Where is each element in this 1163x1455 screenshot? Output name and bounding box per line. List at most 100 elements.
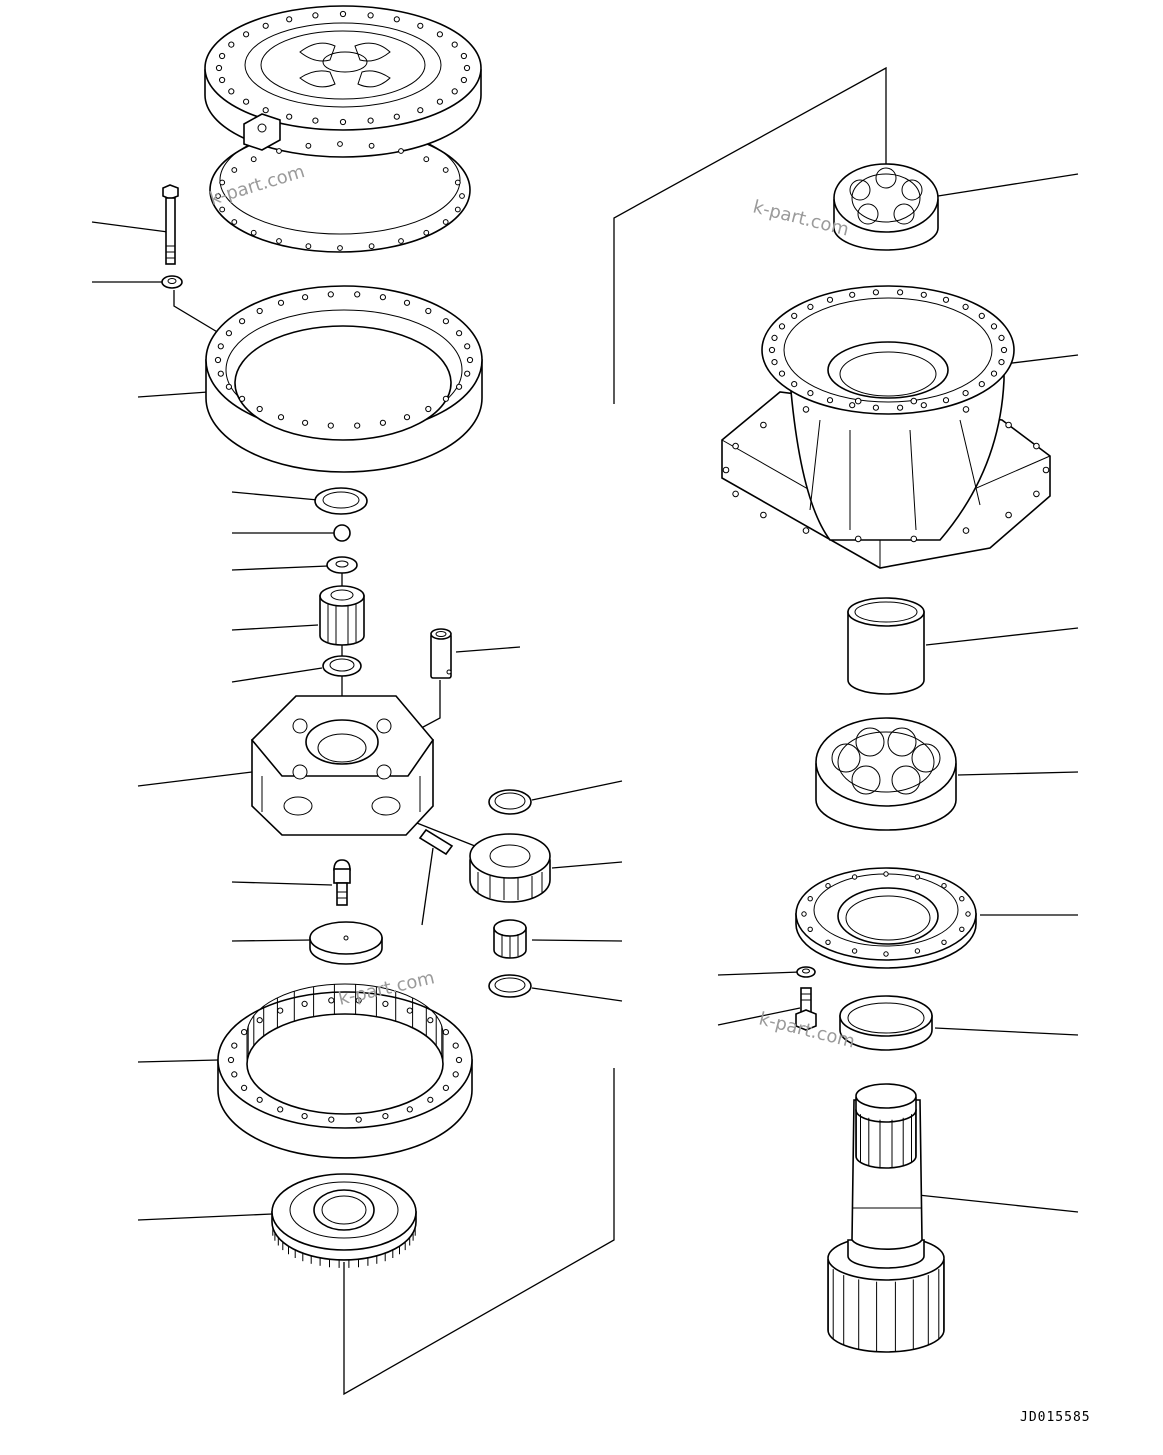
bolt-hole — [807, 303, 814, 310]
bolt-hole — [962, 390, 969, 397]
bolt-hole — [454, 179, 461, 186]
bolt-hole — [771, 334, 778, 341]
bolt-hole — [959, 926, 965, 932]
bolt-hole — [379, 294, 386, 301]
bolt-hole — [256, 1017, 263, 1024]
bolt-hole — [243, 98, 250, 105]
bolt-hole — [243, 31, 250, 38]
bolt-hole — [854, 535, 862, 543]
bolt-hole — [355, 997, 362, 1004]
bolt-hole — [231, 1071, 238, 1078]
bolt-hole — [228, 88, 235, 95]
bolt-hole — [217, 343, 224, 350]
bolt-hole — [791, 312, 798, 319]
bolt-hole — [768, 346, 776, 354]
bolt-hole — [851, 948, 858, 954]
bolt-hole — [962, 303, 969, 310]
bolt-hole — [826, 397, 834, 404]
thrust-washer-lower — [488, 974, 532, 998]
bolt-hole — [897, 289, 904, 296]
bolt-hole — [436, 98, 443, 105]
bolt-hole — [1005, 421, 1012, 429]
bolt-hole — [393, 16, 400, 23]
bolt-hole — [464, 370, 471, 377]
bolt-hole — [459, 193, 465, 199]
bolt-hole — [225, 330, 232, 337]
planet-carrier — [250, 695, 435, 836]
bolt-hole — [398, 148, 404, 154]
bolt-hole — [959, 896, 965, 902]
bolt-hole — [427, 1096, 434, 1103]
ring-gear-upper — [205, 285, 483, 473]
bolt-hole — [442, 219, 449, 225]
bolt-hole — [442, 1029, 449, 1036]
sun-gear-plate — [271, 1173, 417, 1261]
roller-bearing-upper — [833, 163, 939, 251]
bolt-hole — [760, 421, 767, 429]
bolt-hole — [328, 997, 335, 1004]
cover-plate-disc — [309, 921, 383, 965]
oil-seal-ring — [839, 995, 933, 1051]
thrust-washer-right — [488, 789, 532, 815]
bolt-hole — [883, 871, 889, 877]
bolt-hole — [778, 323, 786, 330]
bolt-hole — [367, 117, 374, 124]
bolt-hole — [219, 206, 226, 213]
bolt-hole — [941, 883, 947, 889]
bolt-hole — [305, 142, 312, 149]
bolt-hole — [460, 52, 467, 60]
bolt-hole — [406, 1007, 413, 1014]
sun-gear-teeth — [272, 1227, 416, 1268]
bolt-hole — [302, 419, 309, 426]
bolt-hole — [327, 291, 334, 298]
bolt-hole — [962, 406, 970, 413]
bolt-hole — [807, 926, 813, 932]
bolt-hole — [337, 141, 343, 147]
bolt-hole — [417, 22, 424, 29]
hex-bolt-long — [162, 184, 179, 265]
dowel-pin — [418, 828, 454, 856]
bolt-hole — [442, 395, 449, 402]
bolt-hole — [277, 1106, 284, 1113]
bolt-hole — [368, 142, 375, 149]
bolt-hole — [451, 41, 458, 48]
bolt-hole — [990, 323, 998, 330]
washer-small — [161, 275, 183, 289]
swing-machinery-housing — [721, 285, 1051, 569]
bolt-hole — [398, 238, 404, 244]
bolt-hole — [771, 359, 778, 366]
bolt-hole — [328, 1116, 335, 1123]
bolt-hole — [942, 296, 950, 303]
sleeve-bushing — [847, 597, 925, 695]
washer-small-right — [796, 966, 816, 978]
bolt-hole — [337, 245, 343, 251]
bolt-hole — [239, 395, 246, 402]
bolt-hole — [791, 381, 798, 388]
bolt-hole — [339, 10, 347, 18]
bolt-hole — [456, 330, 463, 337]
bolt-hole — [802, 406, 810, 413]
bolt-hole — [897, 404, 904, 411]
roller-bearing-lower — [815, 717, 957, 831]
bolt-hole — [301, 1113, 308, 1120]
bolt-hole — [382, 1000, 389, 1008]
bolt-hole — [454, 206, 461, 213]
bolt-hole — [312, 117, 319, 124]
bolt-hole — [910, 535, 918, 543]
bolt-hole — [403, 414, 411, 421]
bolt-hole — [455, 1056, 463, 1064]
bolt-hole — [466, 356, 474, 364]
bolt-hole — [965, 911, 971, 917]
bolt-hole — [883, 951, 889, 957]
bolt-hole — [425, 405, 432, 413]
seal-cover-holes — [801, 871, 971, 957]
bolt-hole — [425, 307, 432, 315]
bolt-hole — [942, 397, 950, 404]
bolt-hole — [406, 1106, 413, 1113]
bolt-hole — [276, 238, 282, 244]
hex-bolt-short — [333, 859, 351, 906]
bolt-hole — [215, 64, 223, 72]
bolt-hole — [1000, 346, 1008, 354]
planet-gear — [469, 833, 551, 903]
